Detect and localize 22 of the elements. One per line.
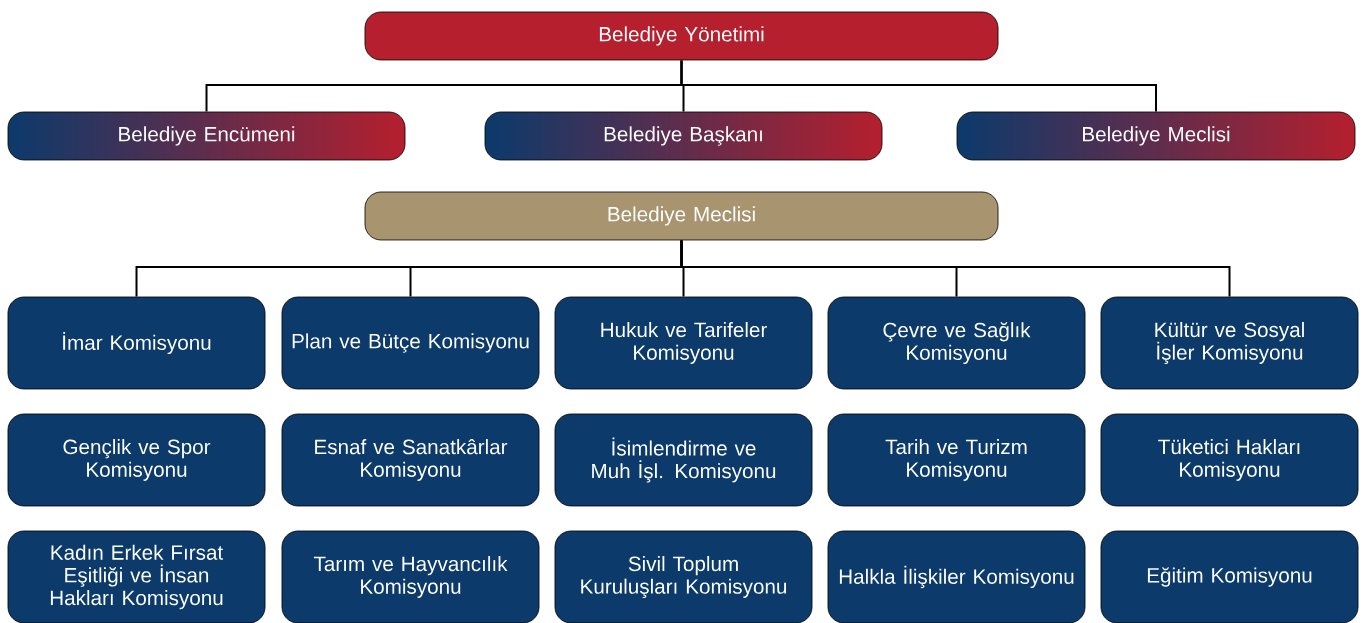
connector-line [680, 239, 1231, 298]
commission-box: Halkla İlişkiler Komisyonu [827, 530, 1086, 623]
title-box: Belediye Yönetimi [364, 11, 999, 61]
commission-box: Hukuk ve Tarifeler Komisyonu [554, 296, 813, 390]
commission-box: Tüketici Hakları Komisyonu [1100, 413, 1359, 507]
role-box: Belediye Encümeni [7, 111, 406, 161]
commission-box: Kültür ve Sosyal İşler Komisyonu [1100, 296, 1359, 390]
commission-box: İsimlendirme ve Muh İşl. Komisyonu [554, 413, 813, 507]
commission-box: Gençlik ve Spor Komisyonu [7, 413, 266, 507]
council-box: Belediye Meclisi [364, 191, 999, 241]
role-box: Belediye Meclisi [956, 111, 1356, 161]
commission-box: Sivil Toplum Kuruluşları Komisyonu [554, 530, 813, 623]
commission-box: Tarih ve Turizm Komisyonu [827, 413, 1086, 507]
commission-box: Tarım ve Hayvancılık Komisyonu [281, 530, 540, 623]
commission-box: Kadın Erkek Fırsat Eşitliği ve İnsan Hakları Komisyonu [7, 530, 266, 623]
connector-line [680, 59, 1157, 113]
commission-box: Esnaf ve Sanatkârlar Komisyonu [281, 413, 540, 507]
commission-box: Çevre ve Sağlık Komisyonu [827, 296, 1086, 390]
commission-box: İmar Komisyonu [7, 296, 266, 390]
role-box: Belediye Başkanı [484, 111, 883, 161]
commission-box: Eğitim Komisyonu [1100, 530, 1359, 623]
commission-box: Plan ve Bütçe Komisyonu [281, 296, 540, 390]
